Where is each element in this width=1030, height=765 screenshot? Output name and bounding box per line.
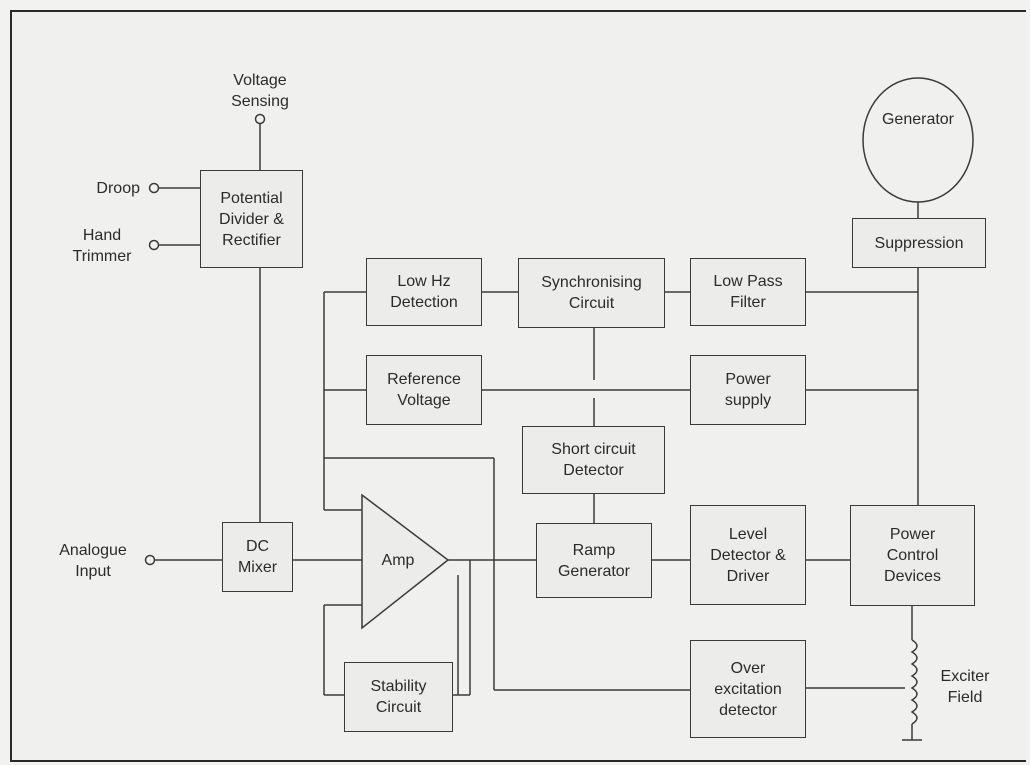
suppression-block: Suppression <box>852 218 986 268</box>
synchronising-circuit-block: Synchronising Circuit <box>518 258 665 328</box>
amp-label: Amp <box>381 552 415 569</box>
low-pass-filter-text: Low Pass Filter <box>713 273 783 311</box>
low-hz-detection-block: Low Hz Detection <box>366 258 482 326</box>
power-control-devices-text: Power Control Devices <box>884 526 941 585</box>
voltage-sensing-label: Voltage Sensing <box>231 72 289 110</box>
exciter-field-label: Exciter Field <box>940 668 990 706</box>
droop-label: Droop <box>96 180 140 197</box>
stability-circuit-block: Stability Circuit <box>344 662 453 732</box>
short-circuit-detector-block: Short circuit Detector <box>522 426 665 494</box>
potential-divider-text: Potential Divider & Rectifier <box>219 189 284 249</box>
hand-trimmer-label: Hand Trimmer <box>72 227 132 265</box>
power-supply-block: Power supply <box>690 355 806 425</box>
stability-circuit-text: Stability Circuit <box>370 678 427 716</box>
suppression-text: Suppression <box>874 234 964 252</box>
level-detector-block: Level Detector & Driver <box>690 505 806 605</box>
over-excitation-detector-text: Over excitation detector <box>714 659 782 719</box>
generator-label: Generator <box>881 111 955 128</box>
ramp-generator-text: Ramp Generator <box>557 541 631 580</box>
reference-voltage-block: Reference Voltage <box>366 355 482 425</box>
potential-divider-block: Potential Divider & Rectifier <box>200 170 303 268</box>
over-excitation-detector-block: Over excitation detector <box>690 640 806 738</box>
diagram-frame <box>10 10 1026 762</box>
generator-ellipse <box>862 77 974 203</box>
level-detector-text: Level Detector & Driver <box>710 525 786 585</box>
short-circuit-detector-text: Short circuit Detector <box>551 441 636 479</box>
exciter-field-coil <box>910 639 918 725</box>
low-pass-filter-block: Low Pass Filter <box>690 258 806 326</box>
dc-mixer-block: DC Mixer <box>222 522 293 592</box>
terminal-analogue-input <box>144 554 156 566</box>
terminal-voltage-sensing <box>254 113 266 125</box>
power-control-devices-block: Power Control Devices <box>850 505 975 606</box>
dc-mixer-text: DC Mixer <box>237 538 278 576</box>
power-supply-text: Power supply <box>724 371 772 409</box>
analogue-input-label: Analogue Input <box>59 542 127 580</box>
ramp-generator-block: Ramp Generator <box>536 523 652 598</box>
low-hz-detection-text: Low Hz Detection <box>390 273 458 311</box>
synchronising-circuit-text: Synchronising Circuit <box>541 274 642 312</box>
reference-voltage-text: Reference Voltage <box>387 371 461 409</box>
amp-triangle <box>361 493 450 630</box>
terminal-droop <box>148 182 160 194</box>
terminal-hand-trimmer <box>148 239 160 251</box>
